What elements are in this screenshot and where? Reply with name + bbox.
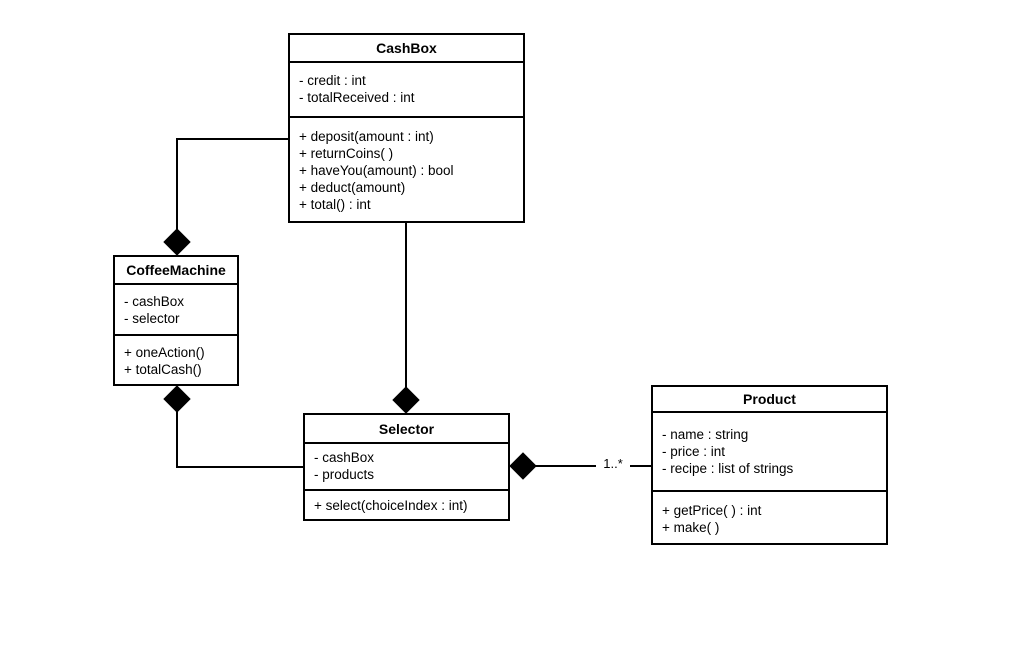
class-product[interactable]: Product - name : string - price : int - … [651,385,888,545]
attribute: - recipe : list of strings [662,461,794,476]
class-methods: + select(choiceIndex : int) [305,491,508,519]
composition-connector-coffeemachine-cashbox[interactable] [163,138,288,256]
composition-connector-selector-cashbox[interactable] [392,222,420,414]
method: + make( ) [662,520,720,535]
connector-line [176,138,288,231]
method: + getPrice( ) : int [662,503,762,518]
class-methods: + deposit(amount : int) + returnCoins( )… [290,118,523,221]
class-title: Product [653,387,886,413]
multiplicity-label: 1..* [596,456,630,472]
attribute: - selector [124,311,180,326]
composition-connector-selector-product[interactable] [509,452,651,480]
method: + deduct(amount) [299,180,406,195]
attribute: - credit : int [299,73,366,88]
method: + select(choiceIndex : int) [314,498,468,513]
class-title: CashBox [290,35,523,63]
class-selector[interactable]: Selector - cashBox - products + select(c… [303,413,510,521]
class-coffeemachine[interactable]: CoffeeMachine - cashBox - selector + one… [113,255,239,386]
class-methods: + oneAction() + totalCash() [115,336,237,384]
method: + totalCash() [124,362,202,377]
attribute: - totalReceived : int [299,90,415,105]
connector-line [176,410,303,468]
class-title: CoffeeMachine [115,257,237,285]
attribute: - cashBox [314,450,375,465]
attribute: - price : int [662,444,726,459]
class-cashbox[interactable]: CashBox - credit : int - totalReceived :… [288,33,525,223]
class-attributes: - cashBox - products [305,444,508,491]
attribute: - cashBox [124,294,185,309]
method: + deposit(amount : int) [299,129,434,144]
class-attributes: - credit : int - totalReceived : int [290,63,523,118]
method: + haveYou(amount) : bool [299,163,454,178]
composition-diamond-icon [509,452,537,480]
class-methods: + getPrice( ) : int + make( ) [653,492,886,543]
composition-diamond-icon [163,385,191,413]
class-title: Selector [305,415,508,444]
class-attributes: - cashBox - selector [115,285,237,336]
composition-connector-coffeemachine-selector[interactable] [163,385,303,468]
method: + returnCoins( ) [299,146,394,161]
attribute: - products [314,467,375,482]
method: + total() : int [299,197,371,212]
composition-diamond-icon [163,228,191,256]
composition-diamond-icon [392,386,420,414]
class-attributes: - name : string - price : int - recipe :… [653,413,886,492]
attribute: - name : string [662,427,749,442]
method: + oneAction() [124,345,205,360]
